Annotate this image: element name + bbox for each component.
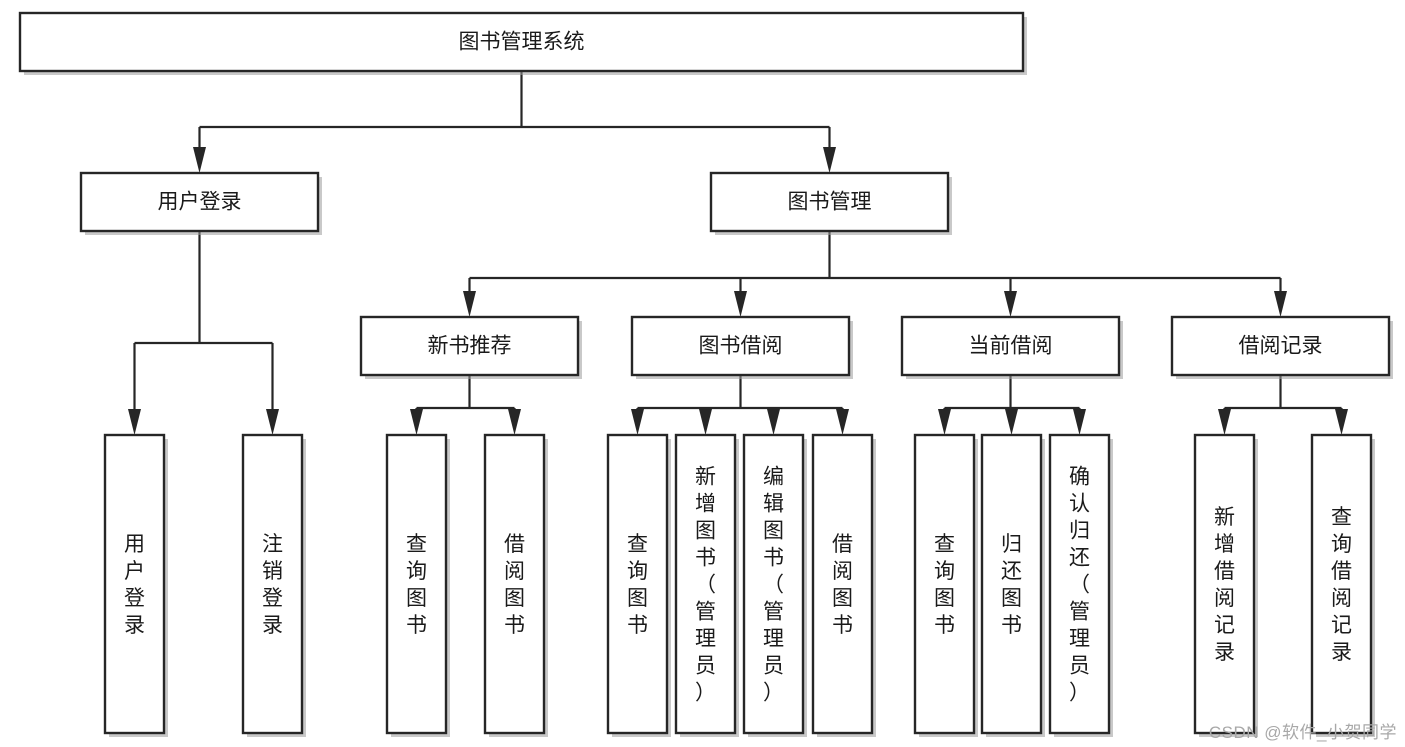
node-rect[interactable] — [1170, 315, 1391, 377]
node-label: 图书管理系统 — [459, 31, 585, 54]
node-label: 查询图书 — [406, 533, 427, 637]
node-label: 确认归还（管理员） — [1069, 466, 1090, 705]
node-rect[interactable] — [483, 433, 546, 735]
node-leaf-query-book-2[interactable]: 查询图书 — [606, 433, 671, 737]
node-rect[interactable] — [900, 315, 1121, 377]
node-leaf-borrow-book-1[interactable]: 借阅图书 — [483, 433, 548, 737]
edge-layer — [128, 71, 1348, 435]
node-leaf-confirm-return[interactable]: 确认归还（管理员） — [1048, 433, 1113, 737]
arrowhead-icon — [1005, 409, 1018, 435]
arrowhead-icon — [410, 409, 423, 435]
node-rect[interactable] — [1193, 433, 1256, 735]
node-rect[interactable] — [913, 433, 976, 735]
node-leaf-user-login[interactable]: 用户登录 — [103, 433, 168, 737]
node-book-manage[interactable]: 图书管理 — [709, 171, 952, 235]
edge-group — [410, 375, 521, 435]
arrowhead-icon — [266, 409, 279, 435]
edge-group — [128, 231, 279, 435]
node-label: 用户登录 — [158, 191, 242, 214]
node-leaf-add-record[interactable]: 新增借阅记录 — [1193, 433, 1258, 737]
arrowhead-icon — [938, 409, 951, 435]
arrowhead-icon — [734, 291, 747, 317]
node-rect[interactable] — [674, 433, 737, 735]
node-rect[interactable] — [79, 171, 320, 233]
node-leaf-return-book[interactable]: 归还图书 — [980, 433, 1045, 737]
edge-group — [1218, 375, 1348, 435]
arrowhead-icon — [508, 409, 521, 435]
node-leaf-logout[interactable]: 注销登录 — [241, 433, 306, 737]
node-layer: 图书管理系统用户登录图书管理新书推荐图书借阅当前借阅借阅记录用户登录注销登录查询… — [18, 11, 1393, 737]
arrowhead-icon — [463, 291, 476, 317]
node-label: 图书借阅 — [699, 335, 783, 358]
node-leaf-query-record[interactable]: 查询借阅记录 — [1310, 433, 1375, 737]
node-rect[interactable] — [18, 11, 1025, 73]
arrowhead-icon — [1073, 409, 1086, 435]
node-root[interactable]: 图书管理系统 — [18, 11, 1027, 75]
node-leaf-edit-book[interactable]: 编辑图书（管理员） — [742, 433, 807, 737]
node-rect[interactable] — [359, 315, 580, 377]
node-label: 查询图书 — [934, 533, 955, 637]
node-leaf-query-book-1[interactable]: 查询图书 — [385, 433, 450, 737]
node-label: 图书管理 — [788, 191, 872, 214]
edge-group — [193, 71, 836, 173]
node-rect[interactable] — [1048, 433, 1111, 735]
node-rect[interactable] — [709, 171, 950, 233]
node-label: 新增借阅记录 — [1214, 506, 1235, 664]
edge-group — [631, 375, 849, 435]
node-leaf-borrow-book-2[interactable]: 借阅图书 — [811, 433, 876, 737]
edge-group — [463, 231, 1287, 317]
arrowhead-icon — [1274, 291, 1287, 317]
edge-group — [938, 375, 1086, 435]
node-leaf-query-book-3[interactable]: 查询图书 — [913, 433, 978, 737]
node-label: 查询借阅记录 — [1331, 506, 1352, 664]
node-label: 注销登录 — [262, 533, 283, 637]
node-label: 新增图书（管理员） — [695, 466, 716, 705]
arrowhead-icon — [823, 147, 836, 173]
node-rect[interactable] — [742, 433, 805, 735]
node-leaf-add-book[interactable]: 新增图书（管理员） — [674, 433, 739, 737]
node-rect[interactable] — [385, 433, 448, 735]
node-book-borrow[interactable]: 图书借阅 — [630, 315, 853, 379]
node-rect[interactable] — [103, 433, 166, 735]
node-rect[interactable] — [606, 433, 669, 735]
node-label: 归还图书 — [1001, 533, 1022, 637]
node-rect[interactable] — [241, 433, 304, 735]
watermark-label: CSDN @软件_小贺同学 — [1208, 723, 1397, 742]
node-label: 编辑图书（管理员） — [763, 466, 784, 705]
node-new-book-recommend[interactable]: 新书推荐 — [359, 315, 582, 379]
arrowhead-icon — [836, 409, 849, 435]
node-label: 借阅图书 — [832, 533, 853, 637]
node-rect[interactable] — [980, 433, 1043, 735]
arrowhead-icon — [1218, 409, 1231, 435]
node-label: 借阅记录 — [1239, 335, 1323, 358]
node-rect[interactable] — [630, 315, 851, 377]
node-rect[interactable] — [1310, 433, 1373, 735]
arrowhead-icon — [767, 409, 780, 435]
node-current-borrow[interactable]: 当前借阅 — [900, 315, 1123, 379]
node-label: 新书推荐 — [428, 335, 512, 358]
arrowhead-icon — [699, 409, 712, 435]
node-borrow-record[interactable]: 借阅记录 — [1170, 315, 1393, 379]
node-label: 当前借阅 — [969, 335, 1053, 358]
node-label: 查询图书 — [627, 533, 648, 637]
arrowhead-icon — [193, 147, 206, 173]
node-user-login[interactable]: 用户登录 — [79, 171, 322, 235]
node-rect[interactable] — [811, 433, 874, 735]
arrowhead-icon — [631, 409, 644, 435]
arrowhead-icon — [1004, 291, 1017, 317]
node-label: 用户登录 — [124, 533, 145, 637]
arrowhead-icon — [1335, 409, 1348, 435]
node-label: 借阅图书 — [504, 533, 525, 637]
arrowhead-icon — [128, 409, 141, 435]
